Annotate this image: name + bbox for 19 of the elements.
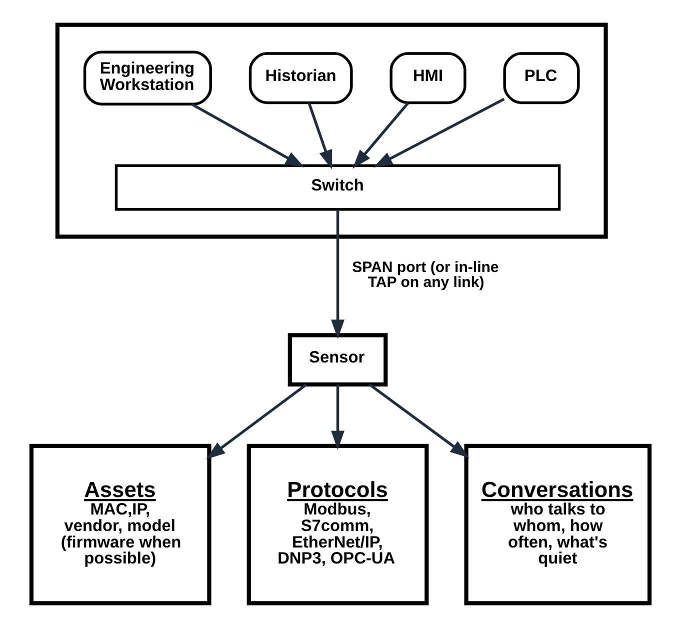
node-box: Assets MAC,IP, vendor, model (firmware when possible)	[28, 444, 211, 606]
arrow	[190, 103, 304, 168]
node-box: Switch	[114, 164, 560, 211]
arrow	[206, 384, 306, 460]
node-box: Conversations who talks to whom, how often, what's quiet	[464, 444, 652, 606]
edge-label: SPAN port (or in-line TAP on any link)	[352, 258, 498, 292]
arrow	[352, 102, 409, 169]
node-box: Protocols Modbus, S7comm, EtherNet/IP, DNP3, OPC-UA	[246, 444, 428, 606]
cluster	[54, 22, 608, 239]
arrow	[372, 98, 504, 168]
node-box: PLC	[502, 52, 580, 104]
arrow	[368, 384, 469, 458]
arrow	[330, 384, 344, 450]
arrow	[330, 210, 344, 339]
node-box: Sensor	[287, 333, 388, 386]
node-box: HMI	[389, 52, 466, 104]
arrow	[307, 102, 332, 170]
node-box: Engineering Workstation	[82, 50, 212, 106]
node-box: Historian	[248, 52, 352, 104]
